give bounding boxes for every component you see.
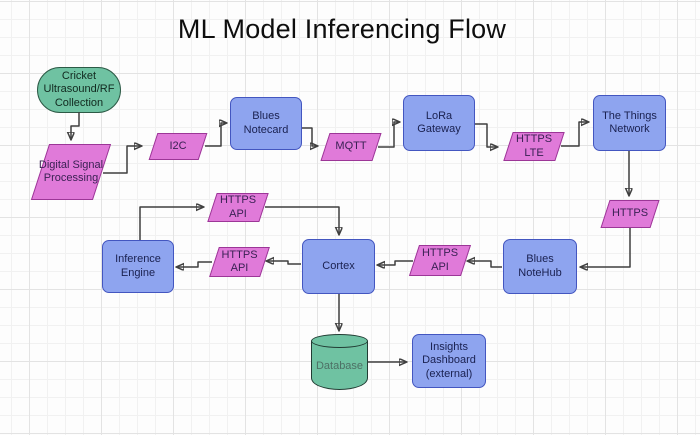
- node-cricket-collection: Cricket Ultrasound/RF Collection: [37, 67, 121, 113]
- node-mqtt: MQTT: [320, 133, 382, 161]
- node-label: Cortex: [322, 259, 355, 272]
- edge-lora-httpslte: [475, 123, 497, 147]
- node-i2c: I2C: [148, 133, 208, 160]
- cylinder-top: [311, 334, 368, 348]
- node-label: Inference Engine: [115, 253, 161, 279]
- edge-notehub-httpsapiright: [468, 261, 502, 268]
- cylinder-body: [311, 341, 368, 390]
- node-https-api-top: HTTPS API: [207, 193, 269, 222]
- edge-cricket-dsp: [71, 112, 80, 139]
- node-blues-notehub: Blues NoteHub: [503, 239, 577, 294]
- node-inference-engine: Inference Engine: [102, 240, 174, 293]
- edge-httpsapileft-inference: [177, 261, 212, 267]
- node-the-things-network: The Things Network: [593, 95, 666, 151]
- node-database: Database: [311, 334, 368, 390]
- node-label: I2C: [169, 139, 187, 152]
- edge-httpsapiright-cortex: [378, 260, 413, 265]
- node-insights-dashboard: Insights Dashboard (external): [412, 334, 486, 388]
- node-label: HTTPS API: [221, 248, 258, 274]
- node-digital-signal-processing: Digital Signal Processing: [30, 144, 112, 200]
- node-label: Blues Notecard: [243, 110, 289, 136]
- edge-inference-httpsapitop: [139, 207, 203, 240]
- node-label: Insights Dashboard (external): [422, 340, 476, 380]
- node-label: Database: [315, 359, 364, 372]
- node-label: LoRa Gateway: [417, 109, 461, 135]
- node-https-api-left: HTTPS API: [209, 247, 270, 277]
- node-https: HTTPS: [600, 200, 660, 228]
- node-cortex: Cortex: [302, 239, 375, 294]
- node-label: Cricket Ultrasound/RF Collection: [43, 69, 115, 109]
- node-label: HTTPS LTE: [515, 133, 553, 159]
- node-label: MQTT: [335, 140, 367, 153]
- node-https-api-right: HTTPS API: [408, 245, 472, 276]
- node-label: HTTPS API: [421, 247, 459, 273]
- node-https-lte: HTTPS LTE: [503, 132, 565, 161]
- node-label: Digital Signal Processing: [38, 158, 104, 184]
- node-label: Blues NoteHub: [518, 253, 562, 279]
- node-lora-gateway: LoRa Gateway: [403, 95, 475, 151]
- node-label: The Things Network: [602, 109, 657, 135]
- edge-https-notehub: [581, 228, 631, 267]
- edge-httpslte-ttn: [561, 122, 588, 147]
- diagram-title: ML Model Inferencing Flow: [177, 14, 507, 44]
- node-blues-notecard: Blues Notecard: [230, 97, 302, 150]
- node-label: HTTPS API: [219, 194, 257, 220]
- node-label: HTTPS: [611, 207, 649, 220]
- edge-cortex-httpsapileft: [267, 261, 301, 265]
- edge-notecard-mqtt: [302, 127, 317, 146]
- edge-httpsapitop-cortex: [265, 206, 339, 234]
- edge-i2c-notecard: [205, 123, 226, 147]
